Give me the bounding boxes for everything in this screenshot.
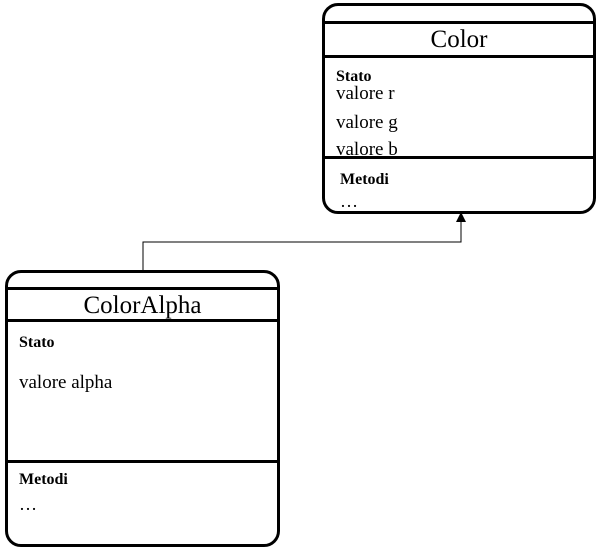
class-coloralpha[interactable]: ColorAlpha Stato valore alpha Metodi …	[5, 270, 280, 547]
section-divider	[8, 460, 277, 463]
inheritance-connector	[142, 222, 462, 270]
state-section-title: Stato	[336, 68, 372, 85]
methods-ellipsis: …	[19, 494, 37, 514]
attribute: valore b	[336, 139, 398, 160]
methods-ellipsis: …	[340, 191, 358, 211]
methods-section-title: Metodi	[340, 171, 389, 188]
class-color[interactable]: Color Stato valore r valore g valore b M…	[322, 3, 596, 214]
attribute: valore alpha	[19, 372, 113, 393]
attribute: valore r	[336, 83, 395, 104]
class-name: ColorAlpha	[8, 290, 277, 322]
methods-section-title: Metodi	[19, 471, 68, 488]
class-header-strip	[325, 6, 593, 24]
arrowhead-icon	[456, 212, 466, 222]
class-header-strip	[8, 273, 277, 290]
section-divider	[325, 156, 593, 159]
class-name: Color	[325, 24, 593, 58]
attribute: valore g	[336, 112, 398, 133]
state-section-title: Stato	[19, 334, 55, 351]
